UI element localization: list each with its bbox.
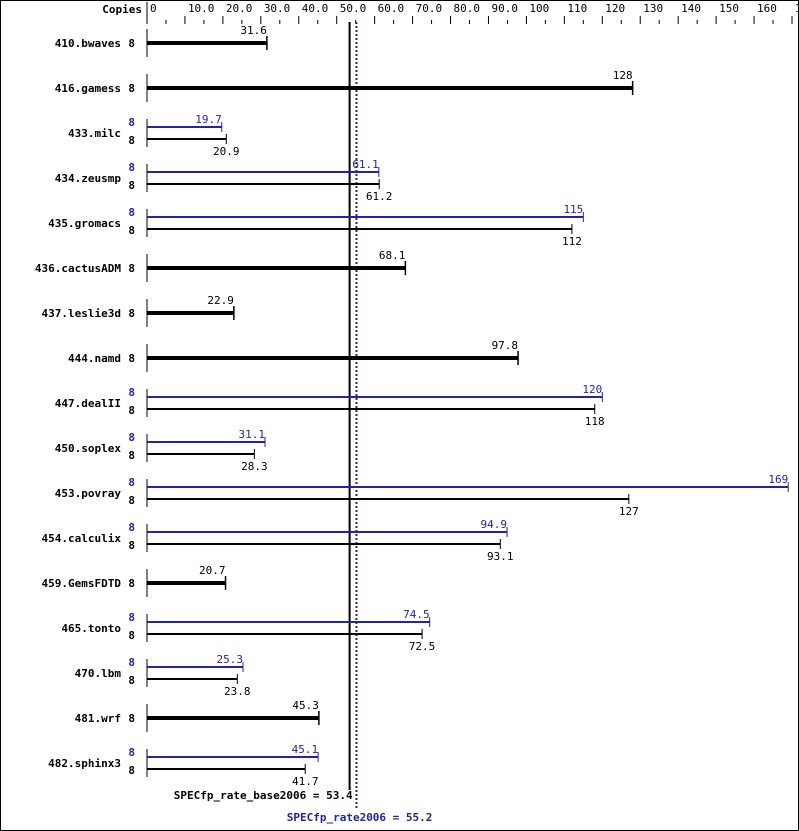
base-copies-label: 8 xyxy=(128,224,135,237)
base-value-label: 112 xyxy=(562,235,582,248)
peak-copies-label: 8 xyxy=(128,611,135,624)
tick-label: 90.0 xyxy=(491,2,518,15)
base-value-label: 118 xyxy=(585,415,605,428)
peak-value-label: 94.9 xyxy=(481,518,508,531)
benchmark-label: 433.milc xyxy=(68,127,121,140)
base-value-label: 20.7 xyxy=(199,564,226,577)
benchmark-label: 470.lbm xyxy=(75,667,122,680)
tick-label: 60.0 xyxy=(378,2,405,15)
base-copies-label: 8 xyxy=(128,539,135,552)
base-value-label: 20.9 xyxy=(213,145,240,158)
peak-copies-label: 8 xyxy=(128,161,135,174)
benchmark-label: 434.zeusmp xyxy=(55,172,122,185)
benchmark-label: 454.calculix xyxy=(42,532,122,545)
benchmark-label: 436.cactusADM xyxy=(35,262,121,275)
base-value-label: 22.9 xyxy=(207,294,234,307)
base-value-label: 93.1 xyxy=(487,550,514,563)
benchmark-label: 459.GemsFDTD xyxy=(42,577,122,590)
peak-value-label: 31.1 xyxy=(238,428,265,441)
base-value-label: 61.2 xyxy=(366,190,393,203)
benchmark-label: 447.dealII xyxy=(55,397,121,410)
base-copies-label: 8 xyxy=(128,629,135,642)
peak-value-label: 45.1 xyxy=(292,743,319,756)
base-copies-label: 8 xyxy=(128,134,135,147)
copies-label: 8 xyxy=(128,352,135,365)
copies-label: 8 xyxy=(128,82,135,95)
tick-label: 80.0 xyxy=(454,2,481,15)
peak-value-label: 25.3 xyxy=(216,653,243,666)
peak-value-label: 61.1 xyxy=(352,158,379,171)
benchmark-label: 437.leslie3d xyxy=(42,307,121,320)
peak-value-label: 169 xyxy=(768,473,788,486)
benchmark-label: 435.gromacs xyxy=(48,217,121,230)
base-copies-label: 8 xyxy=(128,494,135,507)
benchmark-label: 482.sphinx3 xyxy=(48,757,121,770)
tick-label: 120 xyxy=(605,2,625,15)
tick-label: 10.0 xyxy=(188,2,215,15)
copies-label: 8 xyxy=(128,262,135,275)
base-value-label: 128 xyxy=(613,69,633,82)
peak-copies-label: 8 xyxy=(128,476,135,489)
peak-copies-label: 8 xyxy=(128,386,135,399)
copies-label: 8 xyxy=(128,712,135,725)
benchmark-label: 416.gamess xyxy=(55,82,121,95)
base-copies-label: 8 xyxy=(128,404,135,417)
benchmark-label: 481.wrf xyxy=(75,712,121,725)
base-value-label: 127 xyxy=(619,505,639,518)
peak-value-label: 74.5 xyxy=(403,608,430,621)
peak-mean-label: SPECfp_rate2006 = 55.2 xyxy=(287,811,433,824)
benchmark-label: 465.tonto xyxy=(61,622,121,635)
tick-label: 40.0 xyxy=(302,2,329,15)
tick-label: 0 xyxy=(150,2,157,15)
peak-value-label: 120 xyxy=(582,383,602,396)
peak-copies-label: 8 xyxy=(128,656,135,669)
base-value-label: 45.3 xyxy=(292,699,319,712)
tick-label: 160 xyxy=(757,2,777,15)
copies-label: 8 xyxy=(128,37,135,50)
base-value-label: 23.8 xyxy=(224,685,251,698)
tick-label: 170 xyxy=(795,2,799,15)
base-mean-label: SPECfp_rate_base2006 = 53.4 xyxy=(174,789,353,802)
base-value-label: 31.6 xyxy=(240,24,267,37)
peak-copies-label: 8 xyxy=(128,116,135,129)
tick-label: 140 xyxy=(681,2,701,15)
base-copies-label: 8 xyxy=(128,674,135,687)
base-value-label: 41.7 xyxy=(292,775,319,788)
copies-label: 8 xyxy=(128,307,135,320)
peak-copies-label: 8 xyxy=(128,431,135,444)
peak-copies-label: 8 xyxy=(128,746,135,759)
peak-copies-label: 8 xyxy=(128,206,135,219)
base-value-label: 68.1 xyxy=(379,249,406,262)
benchmark-label: 410.bwaves xyxy=(55,37,121,50)
copies-label: 8 xyxy=(128,577,135,590)
base-value-label: 97.8 xyxy=(492,339,519,352)
base-copies-label: 8 xyxy=(128,449,135,462)
base-value-label: 28.3 xyxy=(241,460,268,473)
base-copies-label: 8 xyxy=(128,179,135,192)
tick-label: 130 xyxy=(643,2,663,15)
tick-label: 70.0 xyxy=(416,2,443,15)
copies-header: Copies xyxy=(102,3,142,16)
base-value-label: 72.5 xyxy=(409,640,436,653)
tick-label: 30.0 xyxy=(264,2,291,15)
benchmark-label: 450.soplex xyxy=(55,442,122,455)
tick-label: 50.0 xyxy=(340,2,367,15)
tick-label: 110 xyxy=(567,2,587,15)
benchmark-label: 444.namd xyxy=(68,352,121,365)
peak-value-label: 19.7 xyxy=(195,113,222,126)
tick-label: 150 xyxy=(719,2,739,15)
base-copies-label: 8 xyxy=(128,764,135,777)
peak-copies-label: 8 xyxy=(128,521,135,534)
peak-value-label: 115 xyxy=(563,203,583,216)
tick-label: 100 xyxy=(529,2,549,15)
benchmark-label: 453.povray xyxy=(55,487,122,500)
tick-label: 20.0 xyxy=(226,2,253,15)
